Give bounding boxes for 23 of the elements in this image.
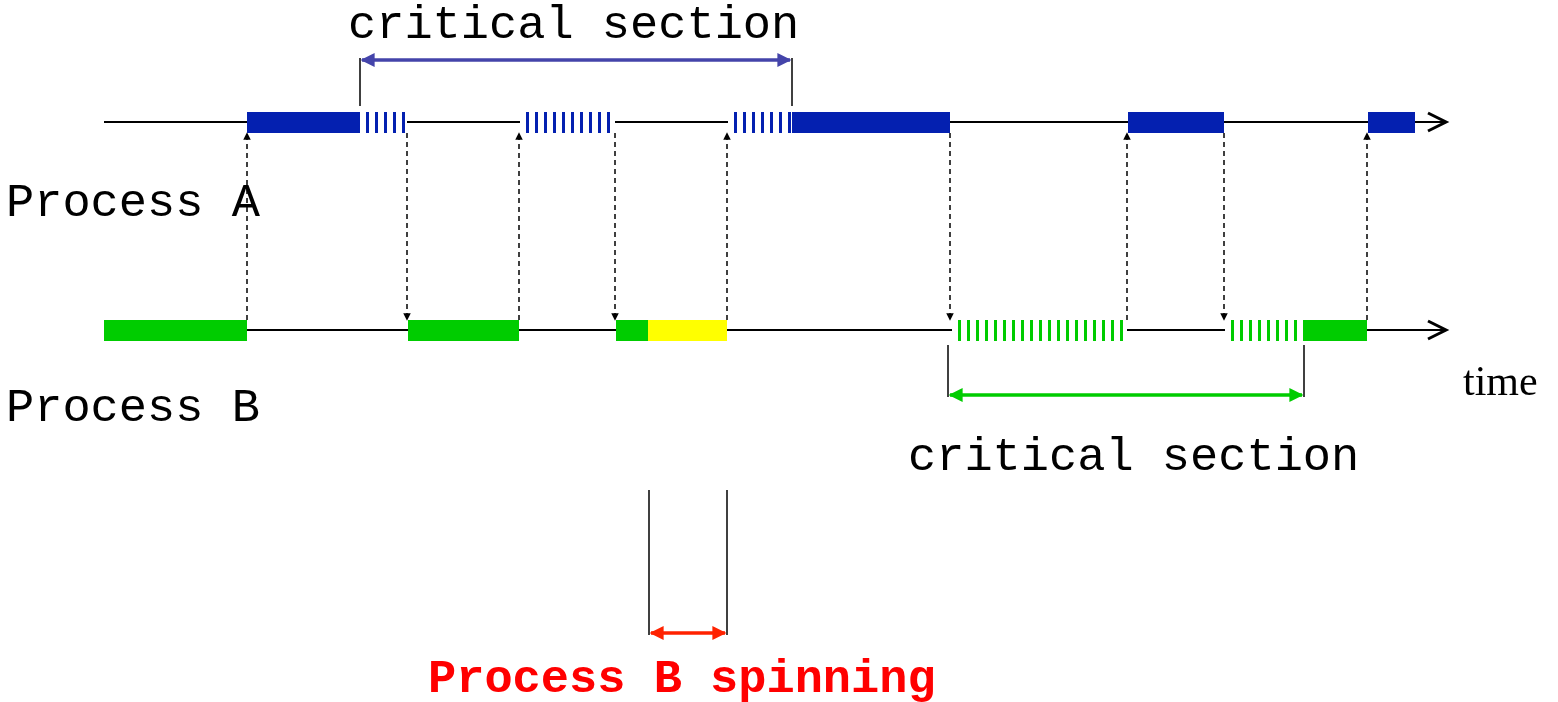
process-label: Process A xyxy=(6,178,260,230)
dashed-arrow xyxy=(1363,132,1371,321)
dashed-arrow xyxy=(1220,132,1228,321)
process-bar xyxy=(1368,112,1415,133)
process-bar xyxy=(616,320,727,341)
dashed-arrow xyxy=(611,132,619,321)
dashed-arrow xyxy=(515,132,523,321)
dashed-arrow xyxy=(946,132,954,321)
dashed-arrow xyxy=(723,132,731,321)
process-bar xyxy=(1128,112,1224,133)
annotation-label: Process B spinning xyxy=(428,654,936,702)
dashed-arrow xyxy=(403,132,411,321)
process-bar xyxy=(408,320,519,341)
process-bar xyxy=(1225,320,1367,341)
axis-label: time xyxy=(1463,358,1538,405)
section-label: critical section xyxy=(348,0,800,52)
section-label: critical section xyxy=(908,432,1360,484)
dashed-arrow xyxy=(1123,132,1131,321)
process-bar xyxy=(247,112,407,133)
process-bar xyxy=(728,112,950,133)
process-label: Process B xyxy=(6,383,260,435)
process-bar xyxy=(104,320,247,341)
dashed-arrow xyxy=(243,132,251,321)
